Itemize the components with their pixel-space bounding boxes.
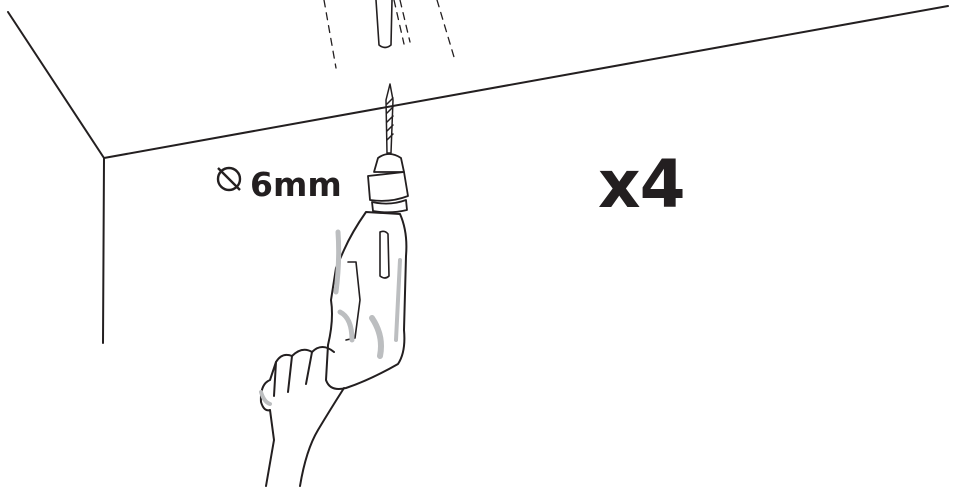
hole-guide-lines [323, 0, 455, 69]
hand-holding-drill [259, 346, 345, 487]
drill-chuck [367, 153, 409, 214]
drill-body [325, 211, 408, 390]
diameter-symbol-icon [214, 166, 244, 199]
hole-quantity-label: x4 [598, 146, 685, 223]
drill-bit-diameter-value: 6mm [250, 164, 342, 204]
drill-bit-diameter-label: 6mm [214, 164, 342, 204]
wall-plug [375, 0, 393, 49]
ceiling-corner [7, 5, 949, 344]
drill-bit [385, 83, 394, 154]
